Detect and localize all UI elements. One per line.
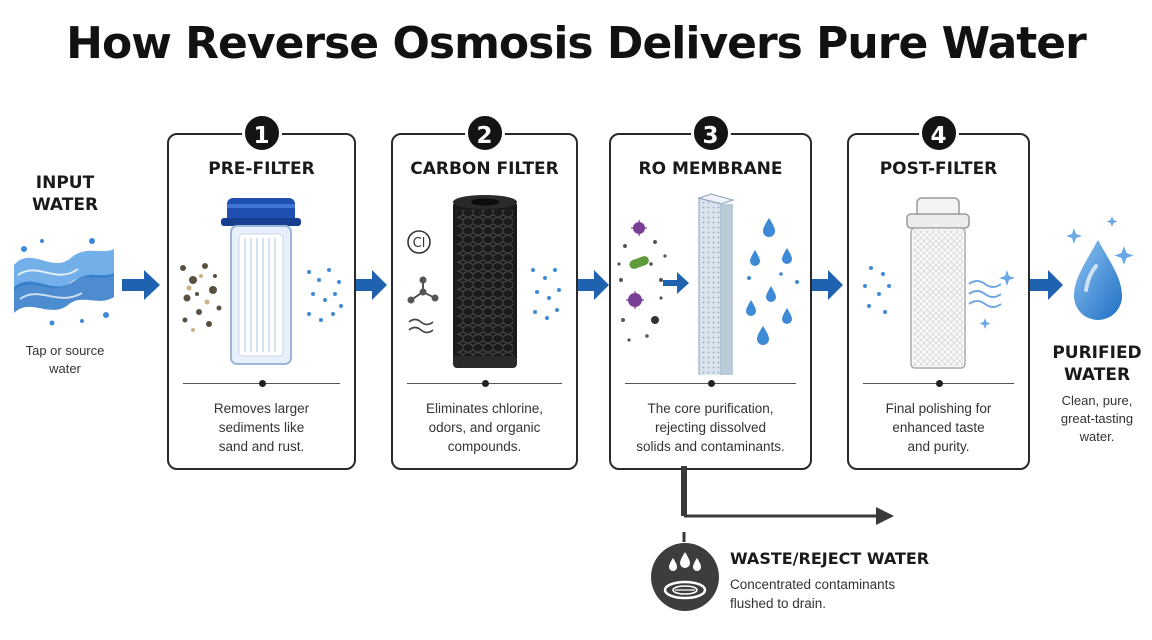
water-splash-icon bbox=[14, 238, 114, 326]
step-title: PRE-FILTER bbox=[208, 159, 315, 179]
step-card-post-filter: 4 POST-FILTER Final polishing for enhanc… bbox=[847, 113, 1030, 470]
step-divider-dot bbox=[258, 380, 266, 387]
sediment-filter-icon bbox=[180, 198, 343, 365]
step-number-badge: 2 bbox=[464, 113, 505, 153]
step-description: The core purification, rejecting dissolv… bbox=[636, 401, 785, 454]
waste-flow-line bbox=[681, 466, 894, 542]
step-card-pre-filter: 1 PRE-FILTER Removes larger sediments li… bbox=[167, 113, 356, 470]
waste-water-heading: WASTE/REJECT WATER bbox=[730, 549, 930, 568]
flow-arrow-3 bbox=[578, 270, 609, 300]
post-filter-icon bbox=[863, 197, 1015, 369]
drain-icon bbox=[651, 543, 719, 611]
chlorine-symbol: Cl bbox=[413, 236, 426, 251]
step-title: POST-FILTER bbox=[879, 159, 998, 179]
ro-membrane-icon bbox=[617, 193, 799, 375]
input-water-description: Tap or source water bbox=[25, 343, 105, 376]
step-number-badge: 1 bbox=[241, 113, 282, 153]
step-number-badge: 4 bbox=[918, 113, 959, 153]
purified-water-heading: PURIFIED WATER bbox=[1052, 343, 1142, 385]
flow-arrow-1 bbox=[122, 270, 160, 300]
flow-arrow-5 bbox=[1030, 270, 1063, 300]
flow-arrow-2 bbox=[356, 270, 387, 300]
step-description: Eliminates chlorine, odors, and organic … bbox=[425, 401, 544, 454]
step-description: Removes larger sediments like sand and r… bbox=[213, 401, 310, 454]
step-card-ro-membrane: 3 RO MEMBRANE bbox=[609, 113, 812, 470]
input-water-heading: INPUT WATER bbox=[31, 173, 99, 215]
step-divider-dot bbox=[481, 380, 489, 387]
page-title: How Reverse Osmosis Delivers Pure Water bbox=[66, 18, 1087, 69]
step-divider-dot bbox=[707, 380, 715, 387]
purified-water-panel: PURIFIED WATER Clean, pure, great-tastin… bbox=[1044, 342, 1150, 446]
step-card-carbon-filter: 2 CARBON FILTER Cl Eliminates chlorine, … bbox=[391, 113, 578, 470]
step-description: Final polishing for enhanced taste and p… bbox=[885, 401, 992, 454]
water-drop-icon bbox=[1066, 216, 1134, 320]
step-divider-dot bbox=[935, 380, 943, 387]
step-number-badge: 3 bbox=[690, 113, 731, 153]
carbon-filter-icon: Cl bbox=[407, 195, 561, 368]
input-water-desc-wrap: Tap or source water bbox=[10, 342, 120, 378]
purified-water-description: Clean, pure, great-tasting water. bbox=[1060, 393, 1134, 444]
step-title: CARBON FILTER bbox=[410, 159, 559, 179]
step-title: RO MEMBRANE bbox=[638, 159, 783, 179]
flow-arrow-4 bbox=[812, 270, 843, 300]
input-water-panel: INPUT WATER bbox=[10, 172, 120, 216]
waste-water-description: Concentrated contaminants flushed to dra… bbox=[730, 577, 896, 611]
